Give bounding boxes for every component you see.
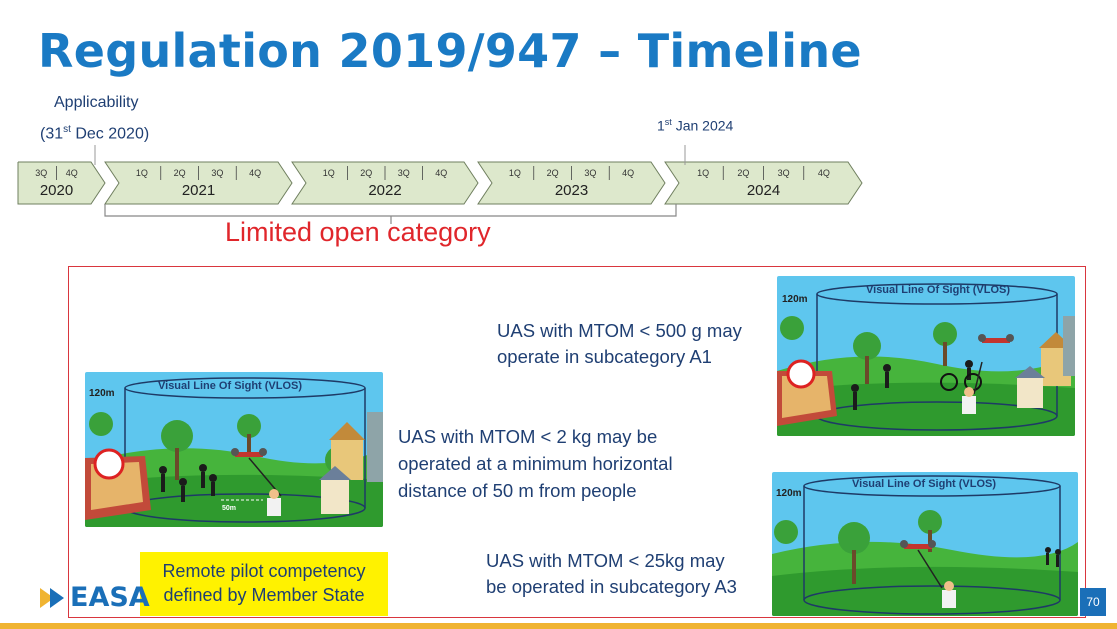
limited-bracket [104,204,677,217]
page-number: 70 [1080,588,1106,616]
timeline-quarter-label: 1Q [323,168,335,178]
height-label-a2: 120m [89,388,115,399]
timeline-year-label: 2020 [40,182,73,199]
timeline-quarter-label: 4Q [435,168,447,178]
timeline-year-label: 2024 [747,182,780,199]
timeline-quarter-label: 4Q [622,168,634,178]
timeline-year-label: 2023 [555,182,588,199]
footer-bar [0,623,1117,629]
height-label-a3: 120m [776,488,802,499]
timeline-year-2020 [17,161,106,205]
applicability-label: Applicability [54,94,139,111]
timeline-year-2024 [664,161,863,205]
timeline-quarter-label: 2Q [174,168,186,178]
timeline-quarter-label: 4Q [818,168,830,178]
timeline-quarter-label: 3Q [35,168,47,178]
timeline-quarter-label: 3Q [211,168,223,178]
timeline-quarter-label: 2Q [547,168,559,178]
limited-open-category-label: Limited open category [225,217,491,247]
vlos-scene-a1 [777,276,1075,436]
page-title: Regulation 2019/947 – Timeline [38,24,862,78]
timeline-quarter-label: 3Q [778,168,790,178]
timeline-quarter-label: 2Q [737,168,749,178]
timeline-quarter-label: 2Q [360,168,372,178]
timeline-year-2022 [291,161,479,205]
subcategories-frame [68,266,1086,618]
applicability-date: (31st Dec 2020) [40,124,150,143]
vlos-label-a3: Visual Line Of Sight (VLOS) [852,478,997,490]
timeline-quarter-label: 3Q [584,168,596,178]
timeline-year-2021 [104,161,293,205]
easa-arrow-icon [40,587,64,608]
timeline: 3Q 4Q 2020 1Q 2Q 3Q 4Q 2021 1Q 2Q 3Q 4Q 2022 1Q 2Q 3Q 4Q… [17,145,863,224]
easa-logo-text: EASA [70,582,150,613]
timeline-year-label: 2022 [368,182,401,199]
timeline-quarter-label: 1Q [697,168,709,178]
timeline-quarter-label: 1Q [136,168,148,178]
timeline-quarter-label: 3Q [398,168,410,178]
timeline-quarter-label: 4Q [66,168,78,178]
jan-2024-label: 1st Jan 2024 [657,117,734,134]
distance-label-a2: 50m [222,505,237,512]
timeline-year-label: 2021 [182,182,215,199]
easa-logo: EASA [40,582,150,613]
vlos-label-a1: Visual Line Of Sight (VLOS) [866,284,1011,296]
timeline-quarter-label: 1Q [509,168,521,178]
vlos-scene-a3 [772,472,1078,616]
timeline-quarter-label: 4Q [249,168,261,178]
timeline-year-2023 [477,161,666,205]
height-label-a1: 120m [782,294,808,305]
vlos-scene-a2 [85,372,383,527]
vlos-label-a2: Visual Line Of Sight (VLOS) [158,380,303,392]
